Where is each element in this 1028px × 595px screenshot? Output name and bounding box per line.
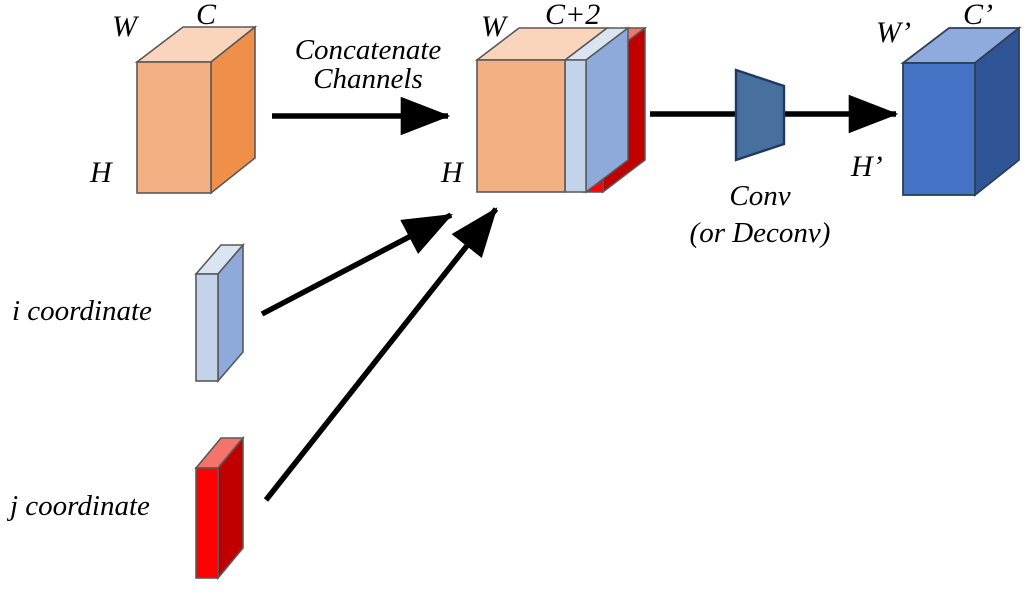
input-tensor-c-label: C [196,0,217,31]
j-coordinate-label: j coordinate [10,490,150,522]
input-tensor-w-label: W [112,10,137,43]
output-tensor-w-label: W’ [876,16,911,49]
concat-tensor-c-label: C+2 [545,0,601,31]
concatenate-caption-line2: Channels [313,63,423,95]
i-coordinate-label: i coordinate [12,295,152,327]
i-coordinate-slab [194,242,245,384]
j-coordinate-to-concat-arrow [263,207,499,502]
concat-tensor-w-label: W [481,10,506,43]
i-coordinate-to-concat-arrow [260,212,453,317]
concat-tensor-stack [474,26,648,194]
output-tensor-cube [900,26,1022,197]
input-tensor-h-label: H [90,156,112,189]
output-tensor-c-label: C’ [963,0,993,31]
concat-tensor-h-label: H [441,156,463,189]
conv-caption-line1: Conv [729,180,791,212]
concat-blue-channel-front-face [564,59,587,193]
concat-tensor-front-face [476,59,566,193]
output-tensor-h-label: H’ [851,150,883,183]
j-coordinate-slab [194,435,245,581]
i-coordinate-slab-front-face [195,273,219,382]
concatenate-caption: Concatenate Channels [288,36,448,94]
conv-operator-trapezoid [734,68,786,162]
conv-caption-line2: (or Deconv) [689,217,831,249]
output-tensor-front-face [902,62,976,196]
input-tensor-cube [134,25,258,195]
j-coordinate-slab-front-face [195,467,219,579]
concatenate-caption-line1: Concatenate [294,34,442,66]
input-tensor-front-face [136,61,212,194]
conv-caption: Conv (or Deconv) [660,182,860,248]
